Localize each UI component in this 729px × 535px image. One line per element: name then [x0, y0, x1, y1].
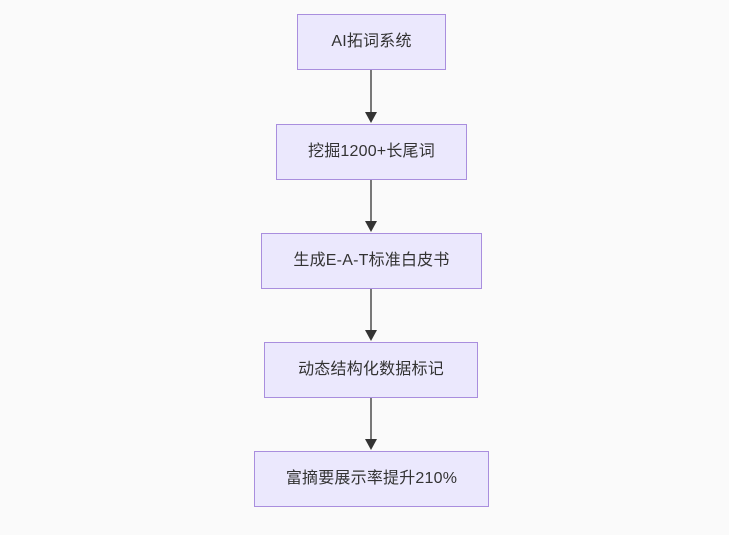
flow-node-structured-data-markup[interactable]: 动态结构化数据标记: [264, 342, 478, 398]
flow-node-label: 挖掘1200+长尾词: [308, 143, 435, 161]
flow-node-rich-snippet-result[interactable]: 富摘要展示率提升210%: [254, 451, 489, 507]
edge-group-2: [365, 180, 377, 232]
arrowhead-icon-1: [365, 112, 377, 123]
arrowhead-icon-2: [365, 221, 377, 232]
flow-node-eat-whitepaper[interactable]: 生成E-A-T标准白皮书: [261, 233, 482, 289]
flow-node-longtail-keywords[interactable]: 挖掘1200+长尾词: [276, 124, 467, 180]
flow-node-label: 生成E-A-T标准白皮书: [293, 252, 450, 270]
flow-node-label: AI拓词系统: [331, 33, 412, 51]
arrowhead-icon-3: [365, 330, 377, 341]
edge-group-1: [365, 70, 377, 123]
edge-group-4: [365, 398, 377, 450]
flow-node-label: 富摘要展示率提升210%: [285, 470, 458, 488]
flow-node-ai-keyword-system[interactable]: AI拓词系统: [297, 14, 446, 70]
flow-node-label: 动态结构化数据标记: [298, 361, 444, 379]
arrowhead-icon-4: [365, 439, 377, 450]
edge-group-3: [365, 289, 377, 341]
